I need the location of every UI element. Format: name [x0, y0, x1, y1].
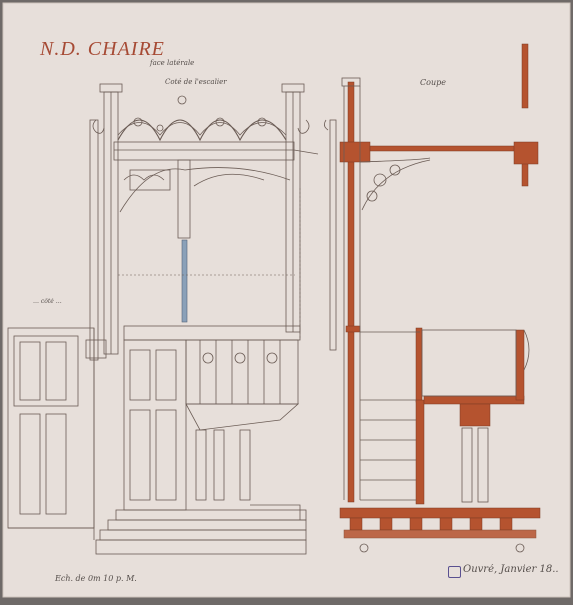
- facade-note-2: Coté de l'escalier: [165, 78, 227, 86]
- paper: [3, 3, 570, 597]
- section-cut: [339, 43, 541, 539]
- scale-note: Ech. de 0m 10 p. M.: [55, 574, 137, 583]
- section-label: Coupe: [420, 78, 446, 87]
- left-note: … côté …: [33, 298, 62, 305]
- signature: Ouvré, Janvier 18..: [463, 564, 559, 575]
- stamp-icon: [448, 566, 461, 578]
- facade-note-1: face latérale: [150, 59, 195, 67]
- pulpit-elevation: [7, 83, 319, 555]
- pulpit-section: [324, 43, 541, 553]
- drawing-title: N.D. CHAIRE: [40, 38, 165, 60]
